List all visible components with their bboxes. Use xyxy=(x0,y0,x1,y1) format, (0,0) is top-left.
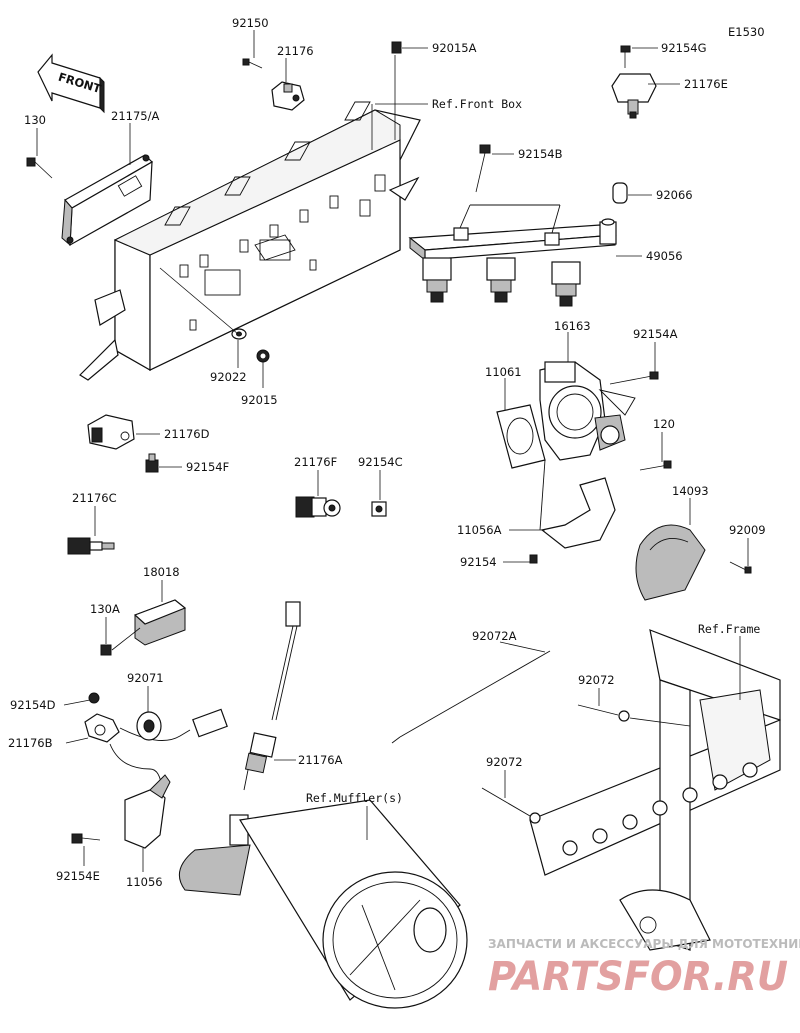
label-92154D: 92154D xyxy=(10,698,56,712)
label-21176A: 21176A xyxy=(298,753,343,767)
label-18018: 18018 xyxy=(143,565,180,579)
screw-92009 xyxy=(729,561,752,574)
ecu-21175A xyxy=(61,154,153,247)
frame xyxy=(529,629,781,951)
bolt-92154F xyxy=(145,453,159,473)
ref-front-box: Ref.Front Box xyxy=(432,97,522,111)
fuel-rail-49056 xyxy=(408,144,617,307)
bolt-92154E xyxy=(71,833,101,844)
label-21176: 21176 xyxy=(277,44,314,58)
label-120: 120 xyxy=(653,417,675,431)
label-11056: 11056 xyxy=(126,875,163,889)
label-92066: 92066 xyxy=(656,188,693,202)
sensor-21176E xyxy=(611,45,657,119)
clamp-92072A xyxy=(391,650,551,744)
label-92154E: 92154E xyxy=(56,869,100,883)
sensor-21176C xyxy=(67,537,115,555)
ref-frame: Ref.Frame xyxy=(698,622,760,636)
label-21176D: 21176D xyxy=(164,427,210,441)
bracket-11056A xyxy=(539,459,616,549)
cap-92066 xyxy=(612,182,628,204)
bolt-130A xyxy=(100,644,112,656)
bolt-92154C xyxy=(371,501,387,517)
label-92072-a: 92072 xyxy=(578,673,615,687)
cover-18018 xyxy=(133,599,187,646)
label-130: 130 xyxy=(24,113,46,127)
label-92072A: 92072A xyxy=(472,629,517,643)
clamp-92072-a xyxy=(577,704,630,722)
watermark: ЗАПЧАСТИ И АКСЕССУАРЫ ДЛЯ МОТОТЕХНИКИ PA… xyxy=(488,937,800,1000)
label-49056: 49056 xyxy=(646,249,683,263)
bolt-92154 xyxy=(529,554,538,564)
label-16163: 16163 xyxy=(554,319,591,333)
sensor-21176D xyxy=(87,414,135,450)
label-11056A: 11056A xyxy=(457,523,502,537)
sensor-21176F xyxy=(295,496,341,518)
label-21176B: 21176B xyxy=(8,736,53,750)
label-21176E: 21176E xyxy=(684,77,728,91)
gasket-11061 xyxy=(496,404,546,469)
label-21176F: 21176F xyxy=(294,455,337,469)
front-arrow-icon: FRONT xyxy=(37,53,105,114)
watermark-tagline: ЗАПЧАСТИ И АКСЕССУАРЫ ДЛЯ МОТОТЕХНИКИ xyxy=(488,937,800,951)
label-21175A: 21175/A xyxy=(111,109,159,123)
o2-sensor-21176A xyxy=(243,601,301,791)
clip-92015A xyxy=(391,41,402,54)
label-92154B: 92154B xyxy=(518,147,563,161)
leader-lines xyxy=(36,30,749,872)
sensor-21176 xyxy=(271,81,305,111)
diagram-code: E1530 xyxy=(728,25,765,39)
watermark-brand: PARTSFOR.RU xyxy=(488,954,788,1000)
label-130A: 130A xyxy=(90,602,120,616)
part-labels: 92150 21176 92015A 92154G 21176E 130 211… xyxy=(8,16,766,889)
label-92015: 92015 xyxy=(241,393,278,407)
label-92154G: 92154G xyxy=(661,41,707,55)
label-92154: 92154 xyxy=(460,555,497,569)
label-11061: 11061 xyxy=(485,365,522,379)
sensor-21176B xyxy=(84,692,228,790)
bolt-92150 xyxy=(242,58,263,69)
bolt-92154A xyxy=(609,371,659,385)
label-92154A: 92154A xyxy=(633,327,678,341)
screw-120 xyxy=(639,460,672,471)
label-92072-b: 92072 xyxy=(486,755,523,769)
front-box xyxy=(79,101,421,381)
label-21176C: 21176C xyxy=(72,491,117,505)
bracket-11056 xyxy=(124,774,171,849)
label-92154F: 92154F xyxy=(186,460,229,474)
cover-14093 xyxy=(635,524,706,601)
label-92150: 92150 xyxy=(232,16,269,30)
label-92015A: 92015A xyxy=(432,41,477,55)
label-92022: 92022 xyxy=(210,370,247,384)
grommet-92071 xyxy=(136,711,162,741)
label-92154C: 92154C xyxy=(358,455,403,469)
nut-92015 xyxy=(256,349,270,363)
ref-muffler: Ref.Muffler(s) xyxy=(306,791,403,805)
throttle-body-16163 xyxy=(539,361,636,461)
label-92009: 92009 xyxy=(729,523,766,537)
clamp-92072-b xyxy=(481,787,541,824)
muffler xyxy=(178,799,468,1009)
label-14093: 14093 xyxy=(672,484,709,498)
bolt-130 xyxy=(26,157,53,179)
label-92071: 92071 xyxy=(127,671,164,685)
